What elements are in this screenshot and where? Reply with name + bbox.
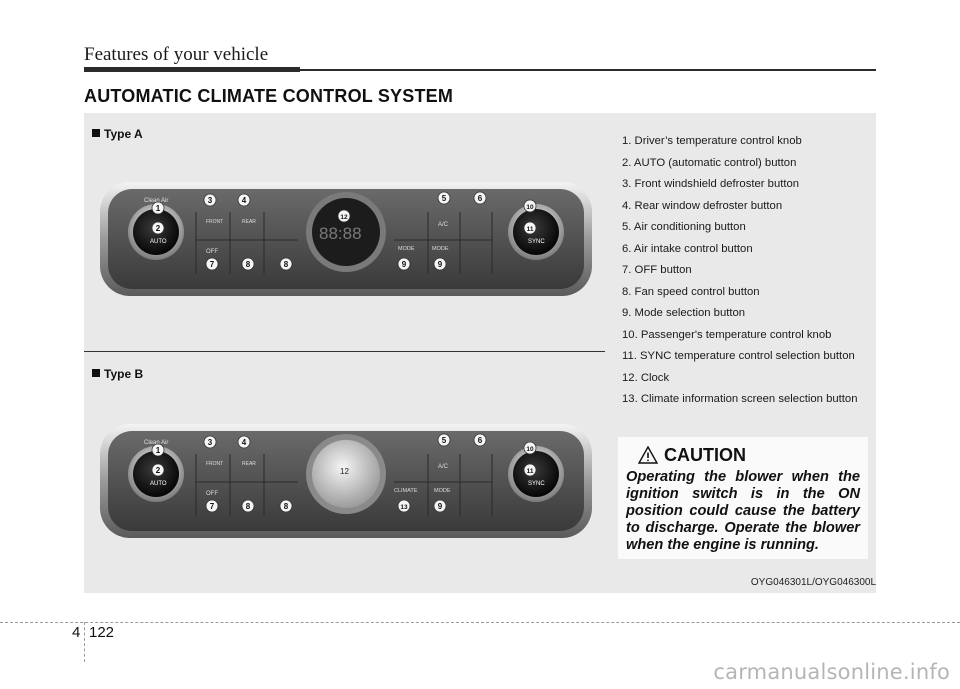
footer-divider [84,622,85,662]
off-label: OFF [206,249,218,255]
callout-3: 3 [208,438,213,447]
rear-defrost-label: REAR [242,219,256,225]
callout-3: 3 [208,196,213,205]
callout-2: 2 [156,466,161,475]
callout-2: 2 [156,224,161,233]
legend-item: 2. AUTO (automatic control) button [622,156,797,169]
sync-label: SYNC [528,481,545,487]
analog-clock [312,440,380,508]
figure-code: OYG046301L/OYG046300L [750,577,876,588]
legend-item: 1. Driver’s temperature control knob [622,135,802,147]
callout-6: 6 [478,194,483,203]
passenger-temp-knob[interactable] [513,451,559,497]
callout-4: 4 [242,438,247,447]
clean-air-label: Clean Air [144,440,168,446]
mode-label: MODE [434,488,451,494]
callout-7: 7 [210,502,215,511]
climate-panel-type-b: Clean Air AUTO SYNC 12 FRONT REAR OFF A/… [100,424,592,538]
mode-down-label: MODE [398,246,415,252]
callout-8b: 8 [284,502,289,511]
callout-11: 11 [527,226,534,233]
header-title: Features of your vehicle [84,44,269,65]
auto-label: AUTO [150,481,167,487]
callout-10: 10 [526,204,534,211]
rear-defrost-label: REAR [242,461,256,467]
caution-heading: CAUTION [637,445,746,466]
type-divider [84,351,605,352]
callout-4: 4 [242,196,247,205]
clean-air-label: Clean Air [144,198,168,204]
callout-1: 1 [156,204,161,213]
clock-digits: 88:88 [319,224,362,243]
callout-8: 8 [246,260,251,269]
legend-item: 8. Fan speed control button [622,285,760,298]
type-a-label-text: Type A [104,127,143,141]
header-rule-thick [84,67,300,72]
off-label: OFF [206,491,218,497]
callout-10: 10 [526,446,534,453]
callout-5: 5 [442,194,447,203]
legend-item: 13. Climate information screen selection… [622,393,858,405]
watermark: carmanualsonline.info [713,660,950,684]
clock-number: 12 [340,467,349,476]
climate-panel-type-a: Clean Air AUTO SYNC 88:88 FRONT REAR OFF… [100,182,592,296]
type-b-label-text: Type B [104,367,144,381]
header-rule-thin [300,69,876,71]
legend-item: 3. Front windshield defroster button [622,178,800,190]
callout-9b: 9 [438,260,443,269]
callout-8: 8 [246,502,251,511]
auto-label: AUTO [150,239,167,245]
callout-1: 1 [156,446,161,455]
callout-13: 13 [400,504,408,511]
legend-item: 11. SYNC temperature control selection b… [622,350,855,362]
component-legend: 1. Driver’s temperature control knob 2. … [622,134,866,414]
caution-box: CAUTION Operating the blower when the ig… [618,437,868,559]
caution-text: Operating the blower when the ignition s… [626,469,860,553]
callout-6: 6 [478,436,483,445]
callout-7: 7 [210,260,215,269]
legend-item: 6. Air intake control button [622,242,753,255]
callout-9: 9 [402,260,407,269]
callout-11: 11 [527,468,534,475]
passenger-temp-knob[interactable] [513,209,559,255]
legend-item: 9. Mode selection button [622,307,746,319]
mode-up-label: MODE [432,246,449,252]
callout-12: 12 [340,214,348,221]
callout-9: 9 [438,502,443,511]
front-defrost-label: FRONT [206,219,223,225]
legend-item: 4. Rear window defroster button [622,199,783,212]
legend-item: 12. Clock [622,371,670,384]
ac-label: A/C [438,464,449,470]
ac-label: A/C [438,222,449,228]
footer-rule [0,622,960,623]
legend-item: 10. Passenger's temperature control knob [622,328,832,341]
legend-item: 5. Air conditioning button [622,221,746,233]
chapter-number: 4 [72,624,81,641]
caution-heading-text: CAUTION [664,445,746,465]
climate-label: CLIMATE [394,488,418,494]
callout-8b: 8 [284,260,289,269]
type-b-label: Type B [92,367,143,381]
warning-triangle-icon [637,445,659,464]
sync-label: SYNC [528,239,545,245]
page-number: 122 [89,624,115,641]
square-bullet-icon [92,129,100,137]
square-bullet-icon [92,369,100,377]
legend-item: 7. OFF button [622,264,692,276]
digital-clock [312,198,380,266]
callout-5: 5 [442,436,447,445]
type-a-label: Type A [92,127,143,141]
front-defrost-label: FRONT [206,461,223,467]
section-title: AUTOMATIC CLIMATE CONTROL SYSTEM [84,86,454,106]
